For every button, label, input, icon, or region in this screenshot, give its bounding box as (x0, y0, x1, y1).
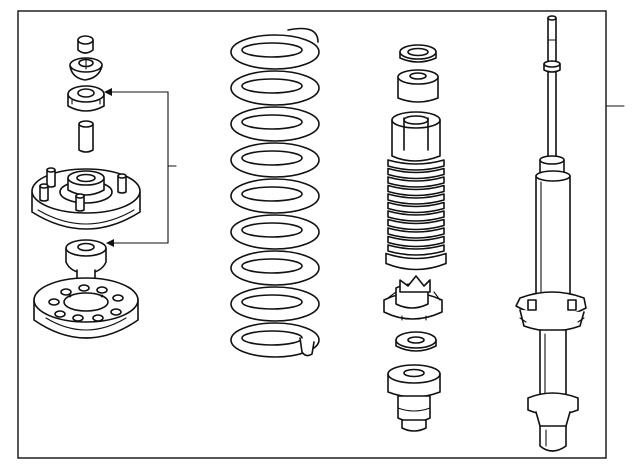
spring-coil (230, 70, 320, 106)
arrow-head-down (106, 239, 114, 247)
strut-mount-base[interactable] (31, 167, 141, 230)
spring-coil (230, 286, 320, 322)
spring-coil (230, 142, 320, 178)
spring-coil (230, 250, 320, 286)
lower-bushing[interactable] (65, 239, 107, 281)
spring-coil-inner (241, 78, 303, 94)
spring-coil-inner (241, 150, 303, 166)
coil-spring[interactable] (230, 27, 320, 358)
washer-cap[interactable] (69, 57, 103, 81)
jounce-bumper[interactable] (387, 364, 441, 432)
spring-coil-inner (241, 222, 303, 238)
boot-bellow (387, 218, 445, 231)
boot-bellow (387, 235, 445, 248)
strut-assembly[interactable] (515, 15, 587, 452)
bearing-plate[interactable] (33, 277, 139, 339)
spring-coil-inner (241, 186, 303, 202)
strut-lower-tube (539, 329, 567, 404)
dust-boot[interactable] (385, 111, 447, 271)
diagram-frame (17, 10, 607, 459)
spring-coil (230, 106, 320, 142)
spring-coil (230, 178, 320, 214)
boot-bellow (387, 159, 445, 171)
spring-coil-inner (241, 294, 303, 310)
spring-top-end (287, 27, 319, 43)
spring-coil (230, 34, 320, 70)
mount-assembly-group (31, 35, 177, 339)
upper-bushing[interactable] (67, 85, 105, 112)
spring-coil-inner (241, 330, 303, 346)
boot-bottom-lip (385, 252, 447, 271)
callout-bracket (104, 88, 177, 247)
spring-coil-inner (241, 114, 303, 130)
boot-bumper-group (383, 44, 447, 432)
piston-rod (547, 17, 557, 161)
spacer-collar[interactable] (78, 120, 94, 153)
spring-coil-inner (241, 42, 303, 58)
spring-seat-clip[interactable] (383, 275, 443, 321)
spring-coil (230, 322, 320, 358)
boot-bellow (387, 167, 445, 180)
spring-coil (230, 214, 320, 250)
arrow-head-up (104, 88, 112, 96)
spring-end (299, 337, 315, 357)
boot-bellow (387, 201, 445, 214)
boot-bellow (387, 244, 445, 256)
top-nut[interactable] (77, 35, 94, 54)
boot-bellow (387, 184, 445, 197)
boot-bellow (387, 210, 445, 222)
top-isolator-ring[interactable] (399, 44, 437, 63)
boot-bellow (387, 193, 445, 205)
boot-bellow (387, 176, 445, 188)
small-washer[interactable] (395, 331, 437, 352)
upper-bump-stop[interactable] (397, 69, 439, 103)
spring-coil-inner (241, 258, 303, 274)
boot-bellow (387, 227, 445, 239)
